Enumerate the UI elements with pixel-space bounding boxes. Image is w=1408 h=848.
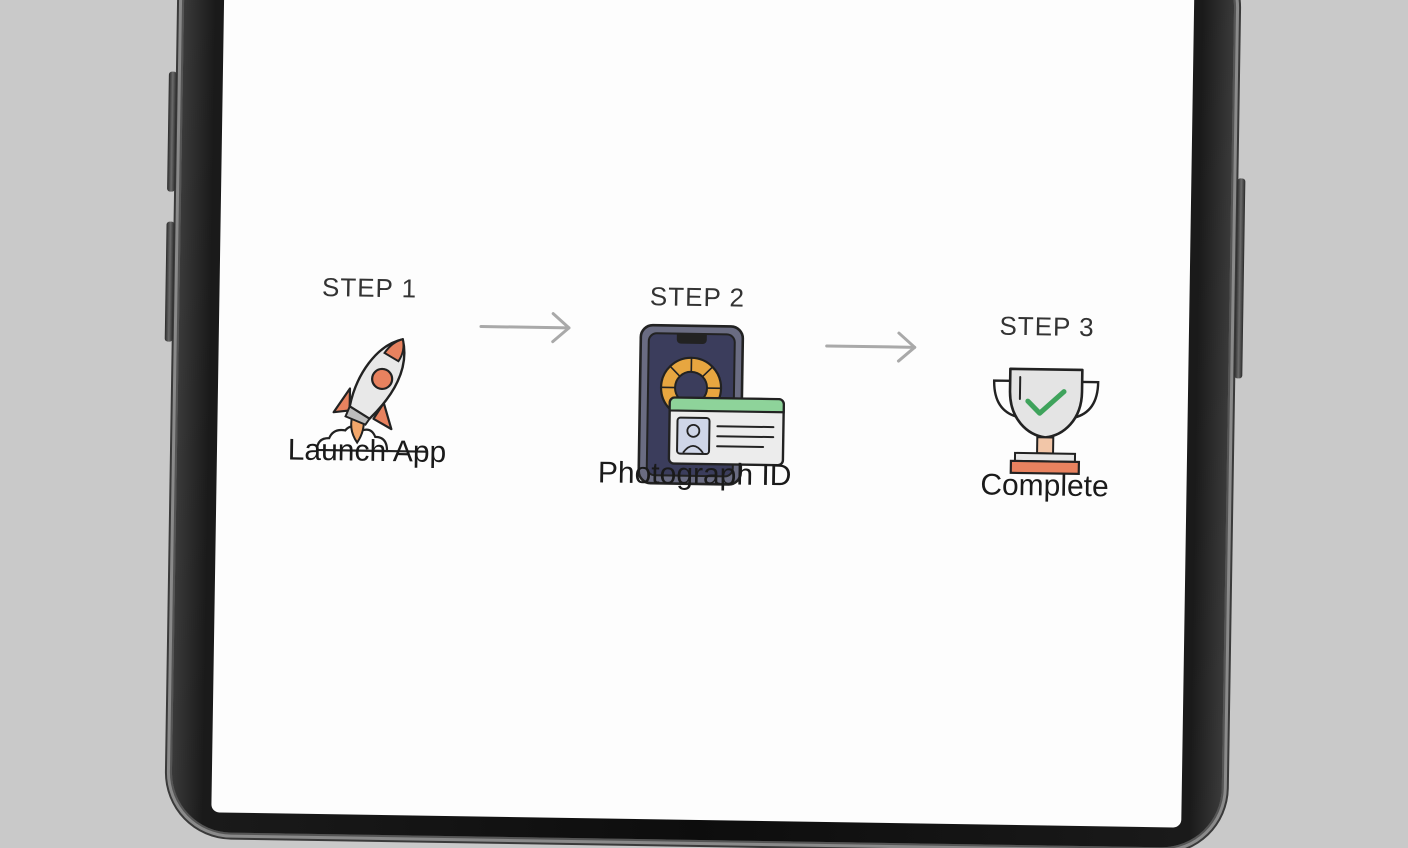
phone-screen: STEP 1 Laun xyxy=(211,0,1195,828)
phone-device: STEP 1 Laun xyxy=(164,0,1246,848)
rocket-icon xyxy=(315,338,429,453)
arrow-right-icon xyxy=(825,331,917,363)
step-3-title: Complete xyxy=(980,468,1109,504)
step-1-title-wrap: Launch App xyxy=(247,433,488,471)
step-3-label: STEP 3 xyxy=(999,310,1095,343)
step-1: STEP 1 xyxy=(269,271,469,305)
volume-up-button xyxy=(167,71,177,192)
volume-down-button xyxy=(164,221,175,342)
step-2-title-wrap: Photograph ID xyxy=(564,456,825,494)
arrow-right-icon xyxy=(479,312,571,344)
step-2-label: STEP 2 xyxy=(649,281,746,313)
step-2-title: Photograph ID xyxy=(597,456,792,493)
step-3: STEP 3 xyxy=(947,310,1147,344)
step-1-label: STEP 1 xyxy=(321,272,418,304)
step-2: STEP 2 xyxy=(597,280,797,314)
step-1-title: Launch App xyxy=(287,433,447,469)
trophy-check-icon xyxy=(992,367,1100,476)
phone-id-card-icon xyxy=(637,323,785,486)
power-button xyxy=(1234,178,1246,379)
onboarding-steps: STEP 1 Laun xyxy=(211,0,1194,828)
step-3-title-wrap: Complete xyxy=(924,467,1165,505)
